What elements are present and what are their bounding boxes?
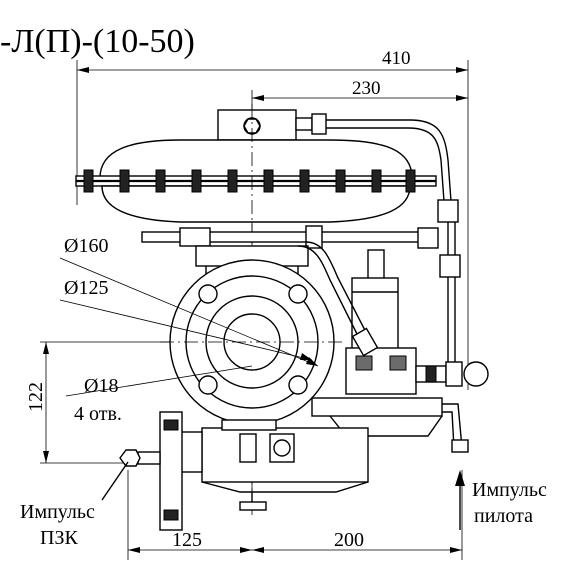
impulse-pzk-label-line1: Импульс [20,501,95,523]
arrow-impulse-pilot [455,470,465,530]
dimension-410-label: 410 [382,48,411,69]
drawing-title: -Л(П)-(10-50) [0,23,195,60]
dimension-dia-125: Ø125 [64,277,108,299]
dimension-bottom [127,470,463,560]
impulse-pilot-label-line1: Импульс [472,479,547,501]
impulse-pzk-label-line2: ПЗК [40,527,78,549]
diameter-leaders [59,257,319,397]
flange-bolts [83,169,416,193]
dimension-200-label: 200 [334,529,364,551]
connecting-pipe [141,225,439,249]
pilot-assembly [297,241,489,453]
dimension-holes: 4 отв. [74,403,122,425]
valve-flange [160,259,344,425]
dimension-230-label: 230 [352,78,381,99]
dimension-122 [40,341,170,464]
dimension-dia-160: Ø160 [64,235,108,257]
lower-valve-body [119,411,369,531]
dimension-122-label: 122 [25,382,47,412]
diaphragm-housing [75,109,437,223]
dimension-410: 410 [76,48,469,390]
arrow-impulse-pzk [101,461,129,501]
dimension-dia-18: Ø18 [84,375,118,397]
dimension-125-label: 125 [172,529,202,551]
impulse-tube-right [326,119,461,365]
impulse-pilot-label-line2: пилота [474,505,533,527]
